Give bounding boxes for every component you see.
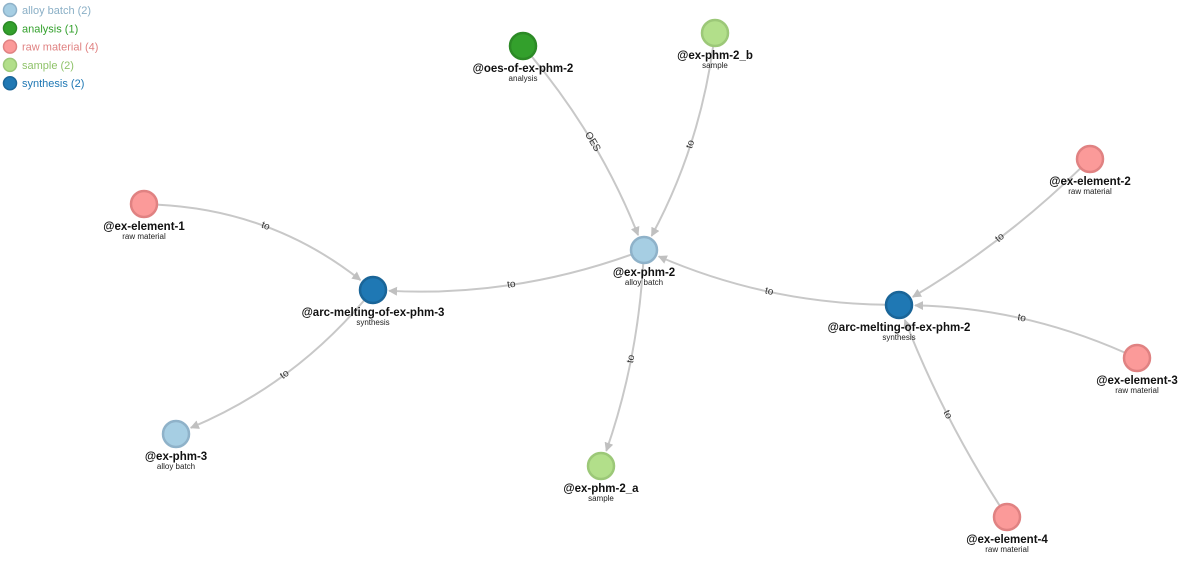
edge-label: to	[506, 279, 516, 291]
node-circle[interactable]	[586, 451, 616, 481]
node-type: raw material	[1068, 187, 1112, 196]
legend-item[interactable]: analysis (1)	[2, 21, 79, 36]
node-type: synthesis	[882, 333, 915, 342]
node-type: raw material	[1115, 386, 1159, 395]
node-type: synthesis	[356, 318, 389, 327]
edge-line[interactable]	[657, 255, 887, 306]
edge-label: to	[1016, 312, 1027, 325]
edge-line[interactable]	[388, 253, 633, 296]
node-type: sample	[588, 494, 614, 503]
legend-swatch	[2, 2, 18, 18]
legend-item[interactable]: raw material (4)	[2, 39, 99, 54]
node-type: alloy batch	[157, 462, 195, 471]
node-circle[interactable]	[700, 18, 730, 48]
legend: alloy batch (2) analysis (1) raw material …	[2, 2, 99, 91]
node-circle[interactable]	[508, 31, 538, 61]
node-name: @ex-phm-2_a	[563, 483, 639, 495]
edge-label: to	[260, 220, 272, 233]
edge-line[interactable]	[530, 55, 640, 236]
node-circle[interactable]	[129, 189, 159, 219]
edge-line[interactable]	[650, 45, 715, 237]
node-circle[interactable]	[992, 502, 1022, 532]
nodes: @oes-of-ex-phm-2analysis@ex-phm-2_bsampl…	[103, 18, 1178, 554]
edge-label: to	[278, 368, 292, 382]
node-circle[interactable]	[358, 275, 388, 305]
legend-label: analysis (1)	[22, 23, 78, 35]
node-name: @arc-melting-of-ex-phm-2	[828, 322, 971, 334]
legend-swatch	[2, 57, 18, 73]
legend-item[interactable]: sample (2)	[2, 57, 74, 73]
edge-line[interactable]	[156, 203, 362, 281]
node-type: sample	[702, 61, 728, 70]
legend-item[interactable]: alloy batch (2)	[2, 2, 92, 18]
node-circle[interactable]	[161, 419, 191, 449]
edge-line[interactable]	[912, 167, 1082, 298]
node-name: @arc-melting-of-ex-phm-3	[302, 307, 445, 319]
legend-label: sample (2)	[22, 60, 74, 72]
legend-label: raw material (4)	[22, 42, 98, 54]
legend-label: synthesis (2)	[22, 78, 84, 90]
edge-label: to	[764, 286, 775, 299]
edges	[156, 45, 1126, 507]
legend-swatch	[2, 21, 18, 36]
node-type: analysis	[509, 74, 538, 83]
legend-swatch	[2, 39, 18, 54]
node-name: @ex-element-1	[103, 221, 185, 233]
node-name: @ex-phm-2_b	[677, 50, 753, 62]
node-circle[interactable]	[629, 235, 659, 265]
node-name: @ex-element-3	[1096, 375, 1178, 387]
node-circle[interactable]	[1075, 144, 1105, 174]
edge-label: to	[684, 138, 697, 150]
legend-label: alloy batch (2)	[22, 5, 91, 17]
edge-line[interactable]	[604, 262, 645, 452]
node-type: raw material	[122, 232, 166, 241]
node-type: alloy batch	[625, 278, 663, 287]
legend-item[interactable]: synthesis (2)	[2, 75, 85, 91]
edge-line[interactable]	[914, 301, 1126, 354]
node-circle[interactable]	[884, 290, 914, 320]
legend-swatch	[2, 75, 18, 91]
node-name: @ex-element-2	[1049, 176, 1131, 188]
edge-line[interactable]	[189, 299, 366, 429]
node-name: @ex-phm-3	[145, 451, 207, 463]
edge-label: to	[941, 408, 955, 421]
edge-label: to	[625, 353, 637, 364]
node-name: @oes-of-ex-phm-2	[473, 63, 574, 75]
edge-line[interactable]	[903, 319, 1001, 507]
node-name: @ex-element-4	[966, 534, 1048, 546]
node-type: raw material	[985, 545, 1029, 554]
node-circle[interactable]	[1122, 343, 1152, 373]
edge-label: OES	[582, 130, 602, 154]
node-name: @ex-phm-2	[613, 267, 675, 279]
